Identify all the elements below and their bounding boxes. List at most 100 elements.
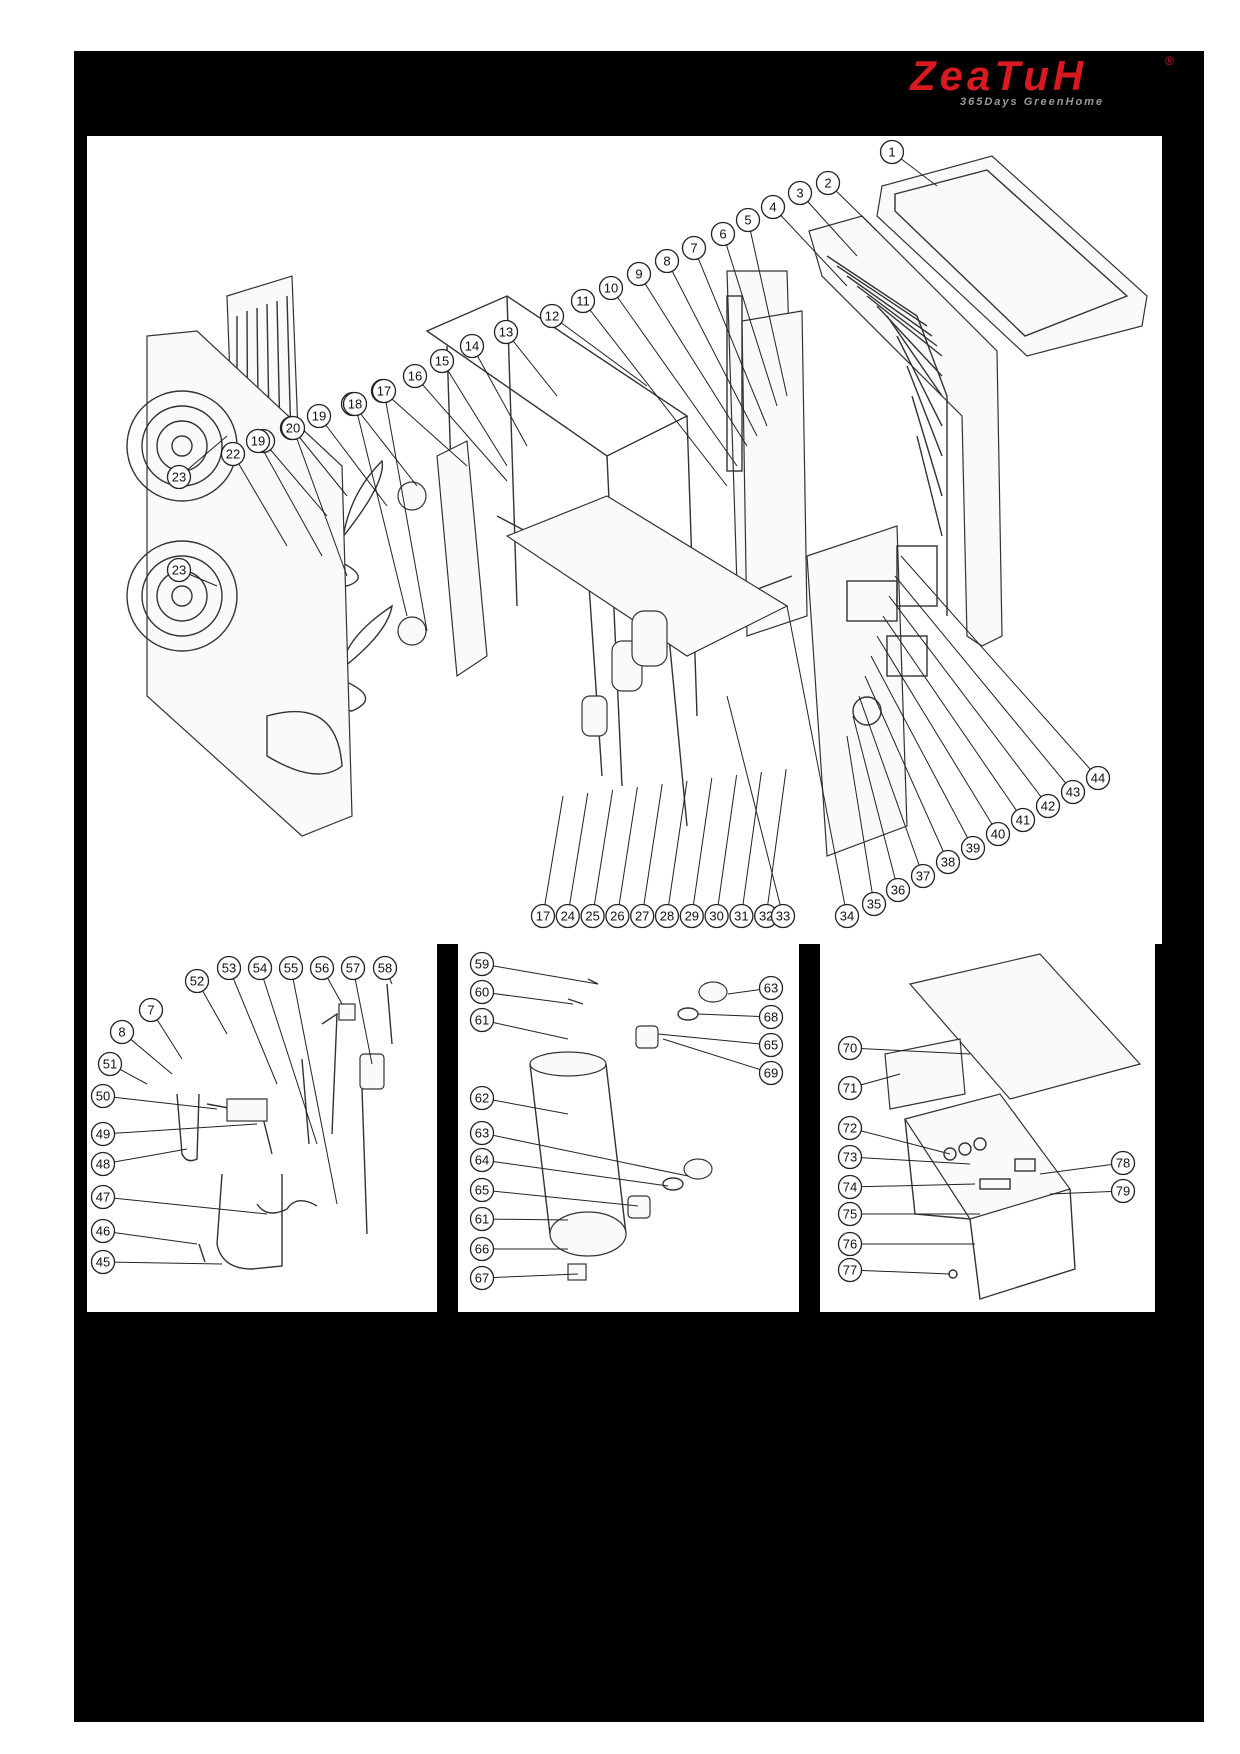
capacitor bbox=[943, 1147, 957, 1161]
main-leader-13 bbox=[505, 331, 558, 397]
pipe-45 bbox=[216, 1173, 283, 1270]
piping-bubble-47 bbox=[90, 1184, 116, 1210]
main-bubble-23 bbox=[166, 464, 192, 490]
main-bottom-number-28: 28 bbox=[660, 909, 674, 924]
control-bubble-76 bbox=[837, 1231, 863, 1257]
main-bottom-number-33: 33 bbox=[776, 909, 790, 924]
main-left-bubble-17 bbox=[371, 378, 397, 404]
main-leader-19 bbox=[318, 415, 388, 507]
fan-motor-lower bbox=[397, 616, 427, 646]
fan-blade-upper bbox=[326, 459, 384, 557]
piping-number-55: 55 bbox=[284, 961, 298, 976]
main-bottom-bubble-33 bbox=[770, 903, 796, 929]
main-bubble-15 bbox=[429, 348, 455, 374]
main-leader-22 bbox=[232, 453, 288, 547]
tank-bottom bbox=[549, 1211, 627, 1257]
solenoid-valve bbox=[338, 1003, 356, 1021]
fan-guard-lower bbox=[126, 540, 238, 652]
pipe-54 bbox=[321, 1012, 338, 1135]
main-number-15: 15 bbox=[435, 354, 449, 369]
main-bottom-number-24: 24 bbox=[561, 909, 575, 924]
main-number-14: 14 bbox=[465, 339, 479, 354]
main-number-6: 6 bbox=[719, 227, 726, 242]
tank-number-59: 59 bbox=[475, 957, 489, 972]
main-bottom-leader-17 bbox=[542, 795, 564, 917]
tank-number-66: 66 bbox=[475, 1242, 489, 1257]
electric-side-panel bbox=[806, 525, 908, 857]
main-left-leader-17 bbox=[383, 390, 428, 632]
main-bottom-bubble-25 bbox=[580, 903, 605, 929]
pipe-48 bbox=[176, 1093, 200, 1162]
main-left-leader-18 bbox=[354, 403, 408, 617]
piping-number-7: 7 bbox=[147, 1003, 154, 1018]
main-bubble-9 bbox=[626, 261, 652, 287]
main-bottom-leader-38 bbox=[864, 675, 949, 863]
main-bubble-6 bbox=[710, 221, 736, 247]
control-leader-77 bbox=[849, 1269, 951, 1275]
tank-number-60: 60 bbox=[475, 985, 489, 1000]
main-bottom-leader-39 bbox=[870, 655, 974, 849]
control-bubble-71 bbox=[837, 1075, 863, 1101]
tank-leader-61 bbox=[481, 1019, 569, 1040]
piping-bubble-52 bbox=[184, 968, 210, 994]
tank-leader-69 bbox=[662, 1038, 772, 1074]
tank-top bbox=[529, 1051, 607, 1077]
control-leader-78 bbox=[1039, 1162, 1124, 1175]
tank-bubble-69 bbox=[758, 1060, 784, 1086]
main-bottom-bubble-34 bbox=[834, 903, 860, 929]
sensor-wires bbox=[567, 978, 599, 1005]
piping-bubble-8 bbox=[109, 1019, 135, 1045]
main-bubble-12 bbox=[539, 303, 565, 329]
piping-leader-47 bbox=[102, 1196, 268, 1215]
accumulator bbox=[581, 695, 608, 737]
main-bottom-bubble-41 bbox=[1010, 807, 1036, 833]
main-leader-5 bbox=[747, 219, 788, 397]
relay bbox=[1014, 1158, 1036, 1172]
control-bubble-70 bbox=[837, 1035, 863, 1061]
main-bottom-number-41: 41 bbox=[1016, 813, 1030, 828]
piping-leader-49 bbox=[102, 1123, 258, 1135]
control-bubble-72 bbox=[837, 1115, 863, 1141]
piping-number-56: 56 bbox=[315, 961, 329, 976]
main-bottom-leader-44 bbox=[900, 555, 1099, 779]
main-bottom-number-26: 26 bbox=[610, 909, 624, 924]
main-bottom-leader-34 bbox=[786, 605, 848, 917]
main-left-number-18: 18 bbox=[348, 397, 362, 412]
main-leader-7 bbox=[693, 247, 768, 427]
main-bubble-7 bbox=[681, 235, 707, 261]
main-number-1: 1 bbox=[888, 145, 895, 160]
main-bottom-number-29: 29 bbox=[685, 909, 699, 924]
piping-leader-53 bbox=[228, 967, 278, 1085]
drain-valve bbox=[567, 1263, 587, 1281]
main-bottom-leader-42 bbox=[888, 595, 1049, 807]
main-left-leader-19 bbox=[257, 440, 323, 557]
main-number-11: 11 bbox=[576, 294, 590, 309]
main-bottom-number-39: 39 bbox=[966, 841, 980, 856]
piping-bubble-45 bbox=[90, 1249, 116, 1275]
main-bottom-leader-36 bbox=[852, 715, 899, 891]
main-leader-15 bbox=[441, 360, 508, 467]
main-number-22: 22 bbox=[226, 447, 240, 462]
control-box-front bbox=[969, 1188, 1076, 1300]
tank-leader-63 bbox=[481, 1132, 689, 1177]
main-leader-4 bbox=[772, 206, 848, 287]
tank-number-65: 65 bbox=[475, 1183, 489, 1198]
main-number-3: 3 bbox=[796, 186, 803, 201]
piping-bubble-50 bbox=[90, 1083, 116, 1109]
control-box-base bbox=[904, 1093, 1071, 1220]
control-bubble-75 bbox=[837, 1201, 863, 1227]
main-bottom-bubble-31 bbox=[729, 903, 754, 929]
main-bubble-8 bbox=[654, 248, 680, 274]
tank-leader-65 bbox=[657, 1033, 772, 1046]
piping-bubble-49 bbox=[90, 1121, 116, 1147]
control-box-cover bbox=[908, 953, 1142, 1100]
control-number-76: 76 bbox=[843, 1237, 857, 1252]
main-leader-10 bbox=[610, 287, 738, 467]
main-bottom-leader-43 bbox=[894, 575, 1074, 793]
main-bottom-bubble-30 bbox=[704, 903, 729, 929]
control-leader-74 bbox=[849, 1183, 976, 1188]
